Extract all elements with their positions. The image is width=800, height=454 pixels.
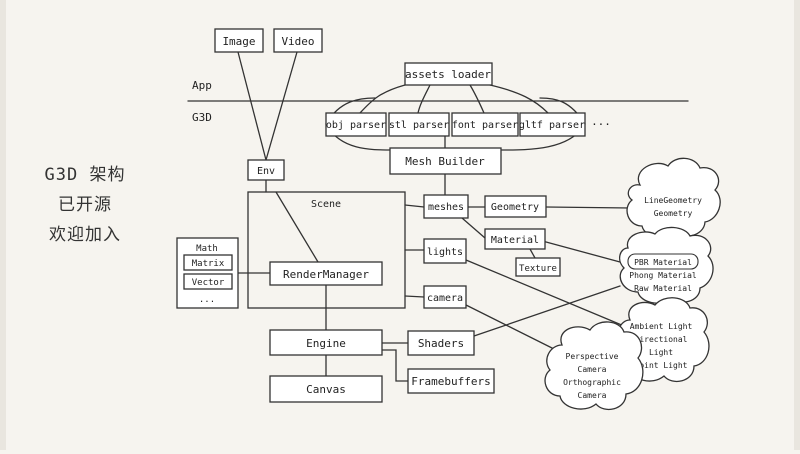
cameras-cloud-line-1: Perspective xyxy=(566,352,619,361)
geometry-box xyxy=(484,195,547,218)
geometry-cloud-line-1: LineGeometry xyxy=(644,196,702,205)
assets-loader-box xyxy=(404,62,493,86)
shaders-label: Shaders xyxy=(418,337,464,350)
geometry-cloud: LineGeometry Geometry xyxy=(626,157,721,239)
obj-parser-label: obj parser xyxy=(326,120,386,131)
lights-box xyxy=(423,238,467,264)
meshes-label: meshes xyxy=(428,202,464,213)
env-label: Env xyxy=(257,166,275,177)
render-manager-box xyxy=(269,261,383,286)
title-line-3: 欢迎加入 xyxy=(49,225,121,245)
slide-edge-right xyxy=(794,0,800,450)
cameras-cloud-line-4: Camera xyxy=(578,391,607,400)
texture-label: Texture xyxy=(519,264,557,274)
image-label: Image xyxy=(222,35,255,48)
shaders-box xyxy=(407,330,475,356)
image-box xyxy=(214,28,264,53)
engine-label: Engine xyxy=(306,337,346,350)
mesh-builder-label: Mesh Builder xyxy=(405,155,485,168)
render-manager-label: RenderManager xyxy=(283,268,369,281)
cameras-cloud: Perspective Camera Orthographic Camera xyxy=(544,321,644,411)
geometry-cloud-line-2: Geometry xyxy=(654,209,693,218)
math-box xyxy=(176,237,239,309)
gltf-parser-box xyxy=(519,112,586,137)
material-label: Material xyxy=(491,235,539,246)
framebuffers-box xyxy=(407,368,495,394)
video-label: Video xyxy=(281,35,314,48)
layer-label-g3d: G3D xyxy=(192,111,212,124)
stl-parser-label: stl parser xyxy=(389,120,449,131)
camera-box xyxy=(423,285,467,309)
gltf-parser-label: gltf parser xyxy=(519,120,585,131)
materials-cloud-line-3: Raw Material xyxy=(634,284,692,293)
assets-loader-label: assets loader xyxy=(405,68,491,81)
canvas-label: Canvas xyxy=(306,383,346,396)
geometry-label: Geometry xyxy=(491,202,539,213)
lights-cloud-line-1: Ambient Light xyxy=(630,322,693,331)
font-parser-label: font parser xyxy=(452,120,518,131)
materials-cloud: PBR Material Phong Material Raw Material xyxy=(618,226,714,304)
stl-parser-box xyxy=(388,112,450,137)
engine-box xyxy=(269,329,383,356)
math-more: ... xyxy=(199,295,215,305)
lights-cloud-line-2: Directional xyxy=(635,335,688,344)
matrix-label: Matrix xyxy=(192,259,225,269)
obj-parser-box xyxy=(325,112,387,137)
mesh-builder-box xyxy=(389,147,502,175)
font-parser-box xyxy=(451,112,519,137)
cameras-cloud-line-2: Camera xyxy=(578,365,607,374)
scene-label: Scene xyxy=(311,199,341,210)
lights-cloud-line-4: Point Light xyxy=(635,361,688,370)
parsers-more: ... xyxy=(591,115,611,128)
video-box xyxy=(273,28,323,53)
canvas-box xyxy=(269,375,383,403)
title-line-1: G3D 架构 xyxy=(45,165,126,185)
meshes-box xyxy=(423,194,469,219)
camera-label: camera xyxy=(427,293,463,304)
vector-label: Vector xyxy=(192,278,225,288)
materials-cloud-line-2: Phong Material xyxy=(629,271,697,280)
slide-edge-left xyxy=(0,0,6,450)
math-title: Math xyxy=(196,244,218,254)
texture-box xyxy=(515,257,561,277)
pbr-material-oval xyxy=(627,253,699,270)
cameras-cloud-line-3: Orthographic xyxy=(563,378,621,387)
layer-label-app: App xyxy=(192,79,212,92)
framebuffers-label: Framebuffers xyxy=(411,375,490,388)
slide-title: G3D 架构 已开源 欢迎加入 xyxy=(45,165,126,245)
title-line-2: 已开源 xyxy=(58,195,112,215)
lights-cloud-line-3: Light xyxy=(649,348,673,357)
scene-box xyxy=(247,191,406,309)
materials-cloud-line-1: PBR Material xyxy=(634,258,692,267)
vector-box xyxy=(183,273,233,290)
matrix-box xyxy=(183,254,233,271)
env-box xyxy=(247,159,285,181)
lights-label: lights xyxy=(427,247,463,258)
material-box xyxy=(484,228,546,250)
